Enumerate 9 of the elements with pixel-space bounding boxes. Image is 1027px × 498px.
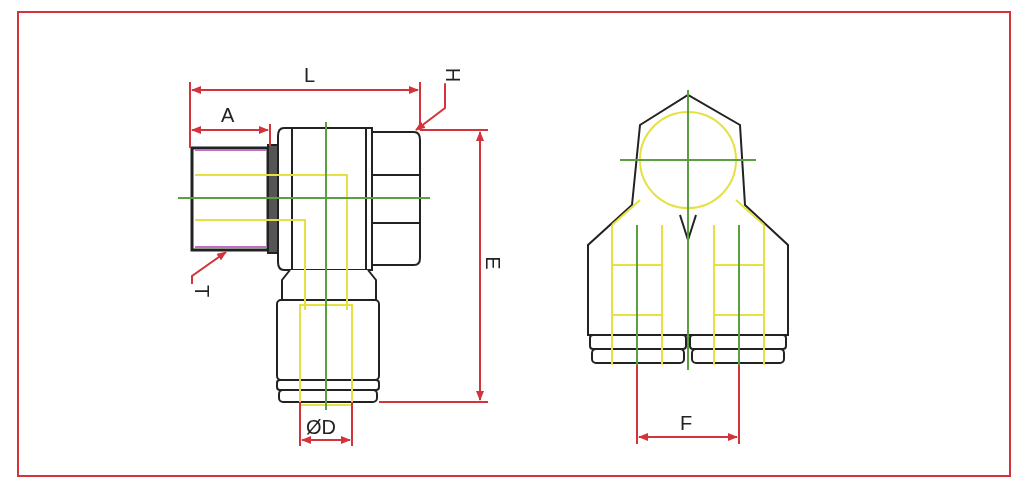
dimension-label: ØD [306,416,336,438]
dimension-label: A [221,104,235,126]
leader-callout-letter: T [191,284,214,298]
dimension-label: E [481,256,504,270]
leader-callout-letter: H [442,67,465,83]
dimension-label: F [680,412,693,434]
leader-line [191,251,227,285]
leader-line [415,82,446,131]
dimension-label: L [304,64,316,86]
